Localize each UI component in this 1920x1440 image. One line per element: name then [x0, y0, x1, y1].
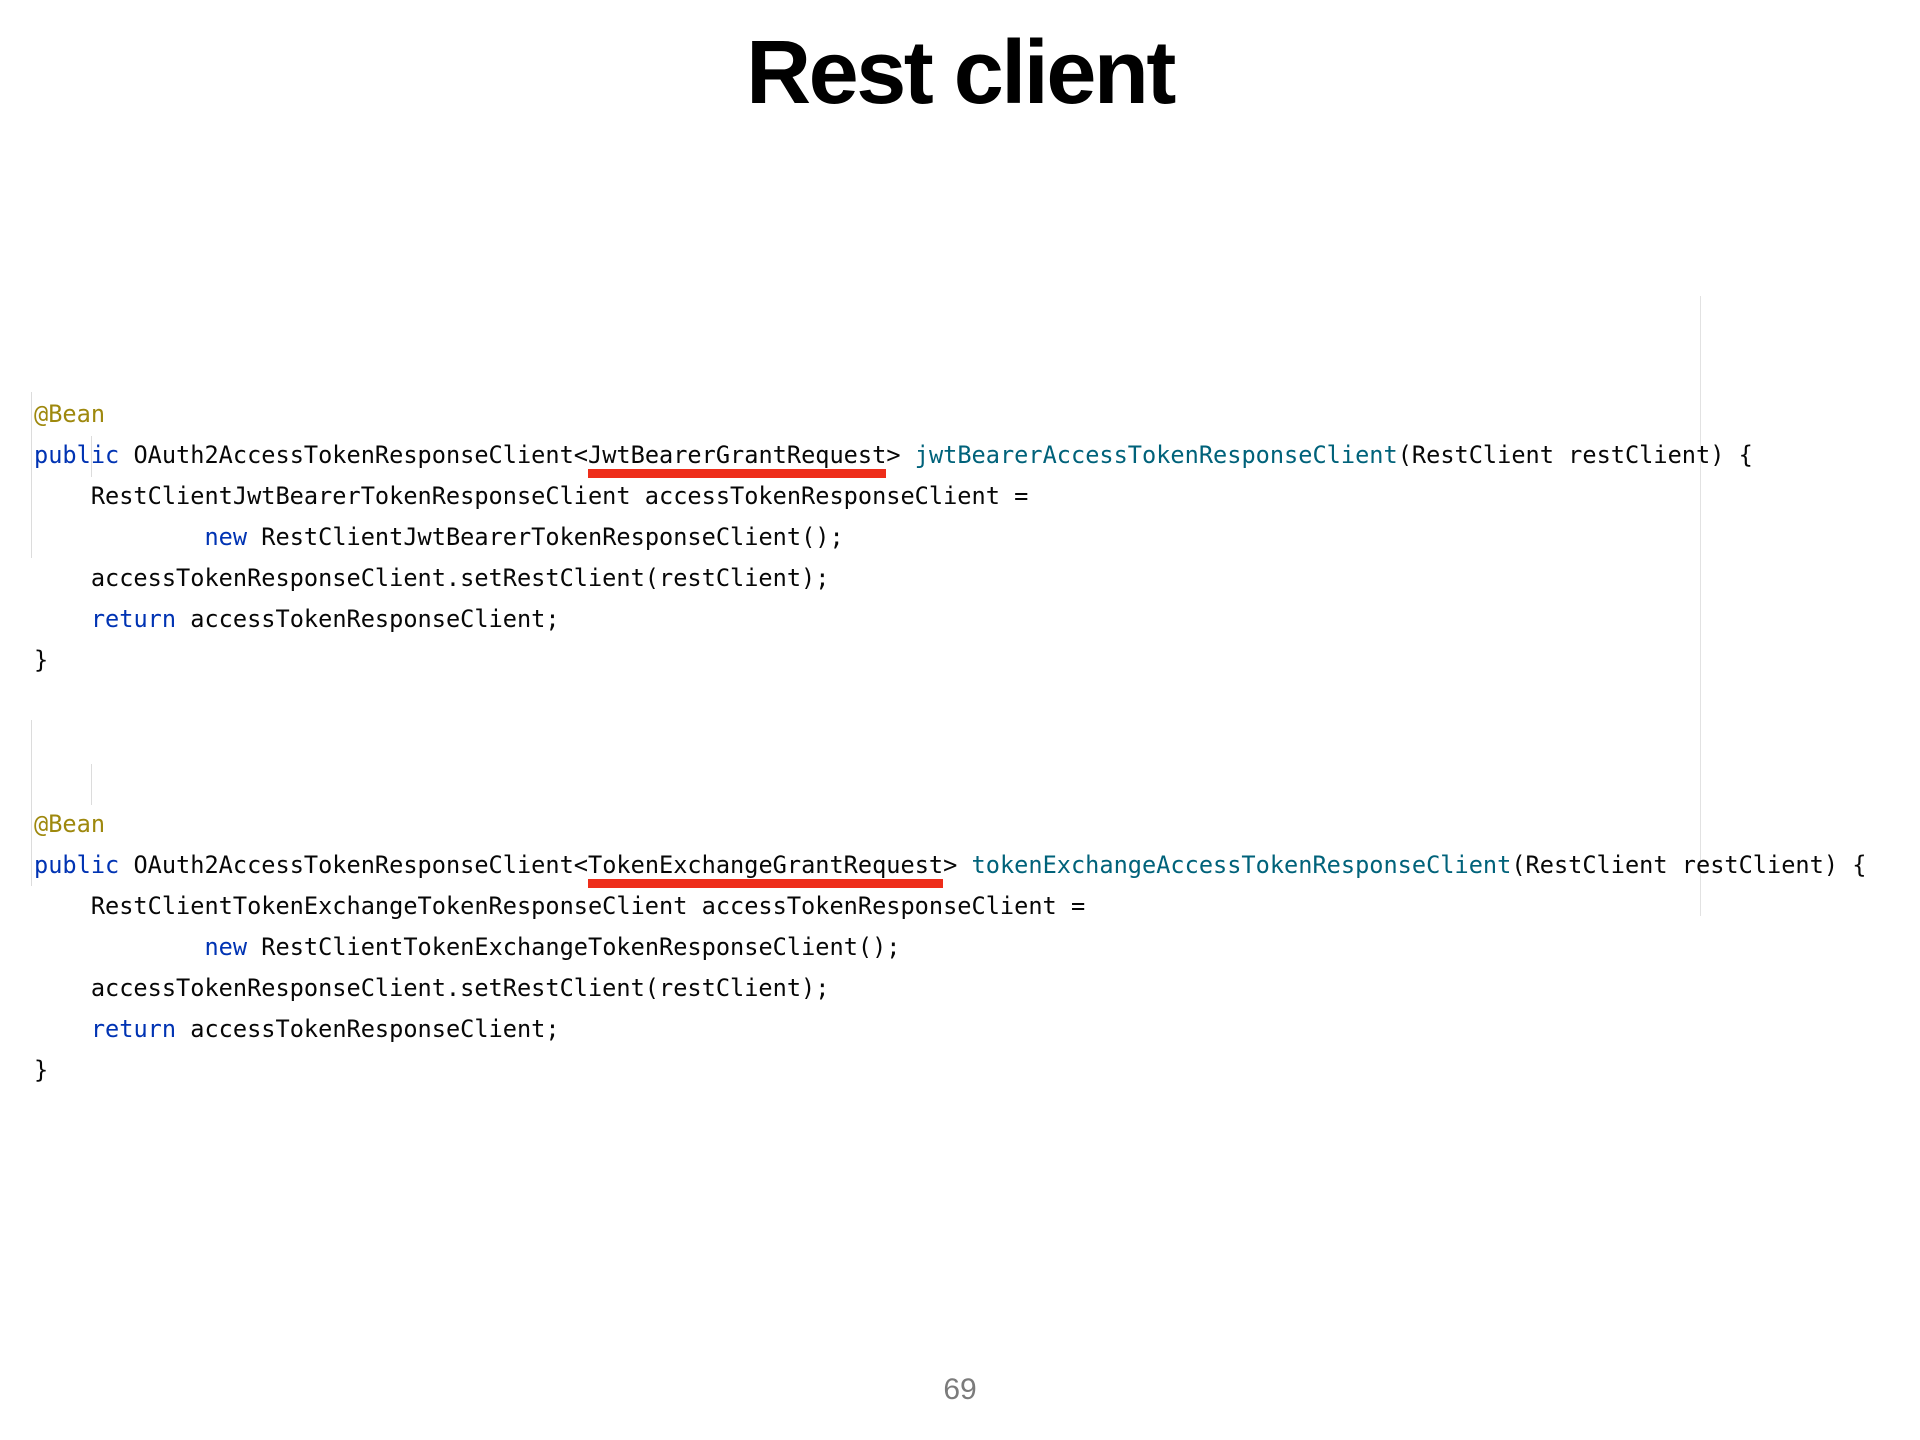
page-title: Rest client	[746, 23, 1176, 123]
code-area: @Bean public OAuth2AccessTokenResponseCli…	[34, 312, 1866, 1132]
code-token: return	[90, 605, 177, 633]
code-token-red-underlined: JwtBearerGrantRequest	[588, 441, 887, 478]
code-token: (RestClient restClient) {	[1397, 441, 1753, 469]
code-token	[34, 605, 91, 633]
code-line: public OAuth2AccessTokenResponseClient<T…	[34, 845, 1867, 888]
code-token: >	[886, 441, 915, 469]
code-line: accessTokenResponseClient.setRestClient(…	[34, 968, 1866, 1009]
code-token: >	[943, 851, 972, 879]
code-line: return accessTokenResponseClient;	[34, 1009, 1866, 1050]
code-token: public	[34, 441, 120, 469]
code-token: RestClientTokenExchangeTokenResponseClie…	[247, 933, 901, 961]
code-line: }	[34, 1050, 1866, 1091]
code-line: @Bean	[34, 804, 1866, 845]
indent-guide	[91, 764, 92, 805]
indent-guide	[31, 720, 32, 886]
code-token: (RestClient restClient) {	[1511, 851, 1867, 879]
indent-guide	[31, 392, 32, 558]
code-line: accessTokenResponseClient.setRestClient(…	[34, 558, 1866, 599]
code-token: RestClientJwtBearerTokenResponseClient()…	[247, 523, 844, 551]
code-line: public OAuth2AccessTokenResponseClient<J…	[34, 435, 1866, 478]
code-token	[34, 933, 204, 961]
code-token: @Bean	[34, 400, 106, 428]
code-token: return	[90, 1015, 177, 1043]
code-token: OAuth2AccessTokenResponseClient<	[119, 441, 588, 469]
code-token: accessTokenResponseClient.setRestClient(…	[34, 974, 830, 1002]
code-token: accessTokenResponseClient;	[176, 605, 560, 633]
code-token: new	[204, 933, 248, 961]
code-block-token-exchange: @Bean public OAuth2AccessTokenResponseCli…	[34, 804, 1866, 1091]
code-token: public	[34, 851, 120, 879]
code-token: accessTokenResponseClient.setRestClient(…	[34, 564, 830, 592]
code-token: tokenExchangeAccessTokenResponseClient	[971, 851, 1512, 879]
code-line: RestClientTokenExchangeTokenResponseClie…	[34, 886, 1866, 927]
code-token	[34, 523, 204, 551]
code-token: OAuth2AccessTokenResponseClient<	[119, 851, 588, 879]
code-token	[34, 1015, 91, 1043]
code-line: new RestClientJwtBearerTokenResponseClie…	[34, 517, 1866, 558]
editor-right-margin-guide	[1700, 296, 1701, 916]
code-token: @Bean	[34, 810, 106, 838]
code-token: }	[34, 1056, 49, 1084]
code-line: @Bean	[34, 394, 1866, 435]
code-line: RestClientJwtBearerTokenResponseClient a…	[34, 476, 1866, 517]
code-block-jwt-bearer: @Bean public OAuth2AccessTokenResponseCli…	[34, 394, 1866, 681]
code-token: RestClientJwtBearerTokenResponseClient a…	[34, 482, 1029, 510]
code-token-red-underlined: TokenExchangeGrantRequest	[588, 851, 944, 888]
code-token: RestClientTokenExchangeTokenResponseClie…	[34, 892, 1086, 920]
code-token: accessTokenResponseClient;	[176, 1015, 560, 1043]
code-token: }	[34, 646, 49, 674]
page-number: 69	[943, 1373, 977, 1406]
code-token: new	[204, 523, 248, 551]
code-token: jwtBearerAccessTokenResponseClient	[914, 441, 1398, 469]
code-line: new RestClientTokenExchangeTokenResponse…	[34, 927, 1866, 968]
code-line: return accessTokenResponseClient;	[34, 599, 1866, 640]
indent-guide	[91, 436, 92, 477]
code-line: }	[34, 640, 1866, 681]
